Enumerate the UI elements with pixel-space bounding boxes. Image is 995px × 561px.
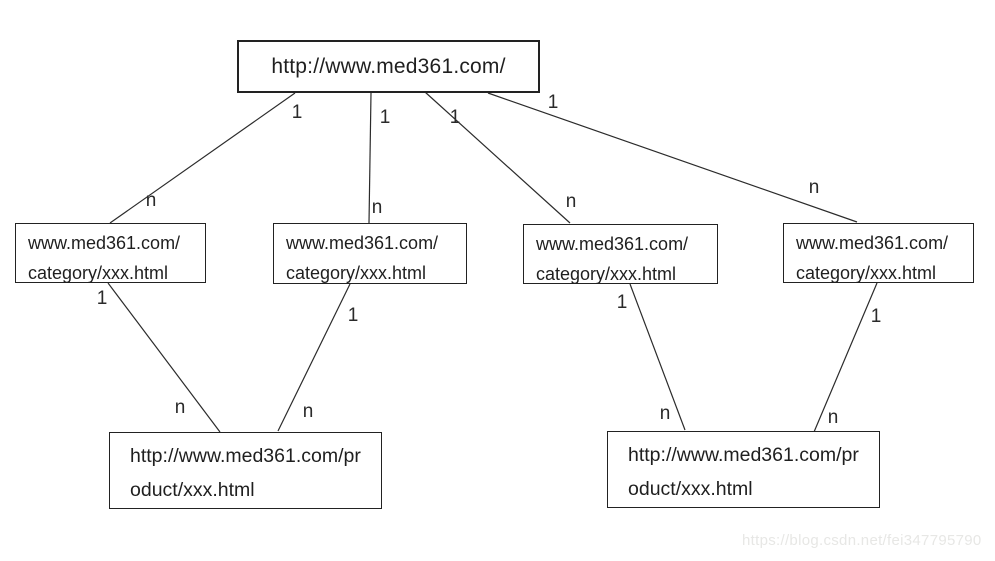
- node-category-1-line2: category/xxx.html: [28, 263, 169, 283]
- edge-category4-product2: [813, 282, 878, 433]
- edge-label-1: 1: [870, 306, 882, 327]
- node-product-1: http://www.med361.com/pr oduct/xxx.html: [109, 432, 382, 509]
- node-category-4: www.med361.com/ category/xxx.html: [783, 223, 974, 283]
- node-category-4-line2: category/xxx.html: [796, 263, 937, 283]
- edge-root-category4: [487, 92, 858, 223]
- edge-label-n: n: [659, 403, 671, 424]
- node-product-2: http://www.med361.com/pr oduct/xxx.html: [607, 431, 880, 508]
- edge-label-n: n: [302, 401, 314, 422]
- node-homepage: http://www.med361.com/: [237, 40, 540, 93]
- edge-label-n: n: [174, 397, 186, 418]
- edge-label-1: 1: [616, 292, 628, 313]
- edge-label-1: 1: [96, 288, 108, 309]
- node-category-4-line1: www.med361.com/: [796, 233, 949, 253]
- edge-label-1: 1: [379, 107, 391, 128]
- edge-label-n: n: [565, 191, 577, 212]
- node-category-1: www.med361.com/ category/xxx.html: [15, 223, 206, 283]
- node-product-1-line2: oduct/xxx.html: [130, 479, 255, 501]
- edge-label-1: 1: [347, 305, 359, 326]
- node-product-1-line1: http://www.med361.com/pr: [130, 445, 361, 467]
- edge-root-category1: [109, 92, 296, 224]
- watermark: https://blog.csdn.net/fei347795790: [742, 532, 982, 549]
- edge-label-n: n: [145, 190, 157, 211]
- node-category-2: www.med361.com/ category/xxx.html: [273, 223, 467, 284]
- edge-label-1: 1: [449, 107, 461, 128]
- edge-category1-product1: [107, 282, 221, 433]
- edge-category3-product2: [629, 283, 686, 431]
- edge-root-category3: [424, 91, 571, 224]
- edge-label-1: 1: [291, 102, 303, 123]
- edge-label-n: n: [808, 177, 820, 198]
- node-category-3: www.med361.com/ category/xxx.html: [523, 224, 718, 284]
- node-product-2-line2: oduct/xxx.html: [628, 478, 753, 500]
- node-homepage-label: http://www.med361.com/: [271, 54, 506, 78]
- edge-root-category2: [368, 92, 372, 224]
- node-category-2-line2: category/xxx.html: [286, 263, 427, 283]
- edge-label-1: 1: [547, 92, 559, 113]
- node-category-3-line2: category/xxx.html: [536, 264, 677, 284]
- node-category-3-line1: www.med361.com/: [536, 234, 689, 254]
- node-product-2-line1: http://www.med361.com/pr: [628, 444, 859, 466]
- edge-label-n: n: [827, 407, 839, 428]
- edge-label-n: n: [371, 197, 383, 218]
- node-category-1-line1: www.med361.com/: [28, 233, 181, 253]
- node-category-2-line1: www.med361.com/: [286, 233, 439, 253]
- edge-category2-product1: [277, 283, 351, 432]
